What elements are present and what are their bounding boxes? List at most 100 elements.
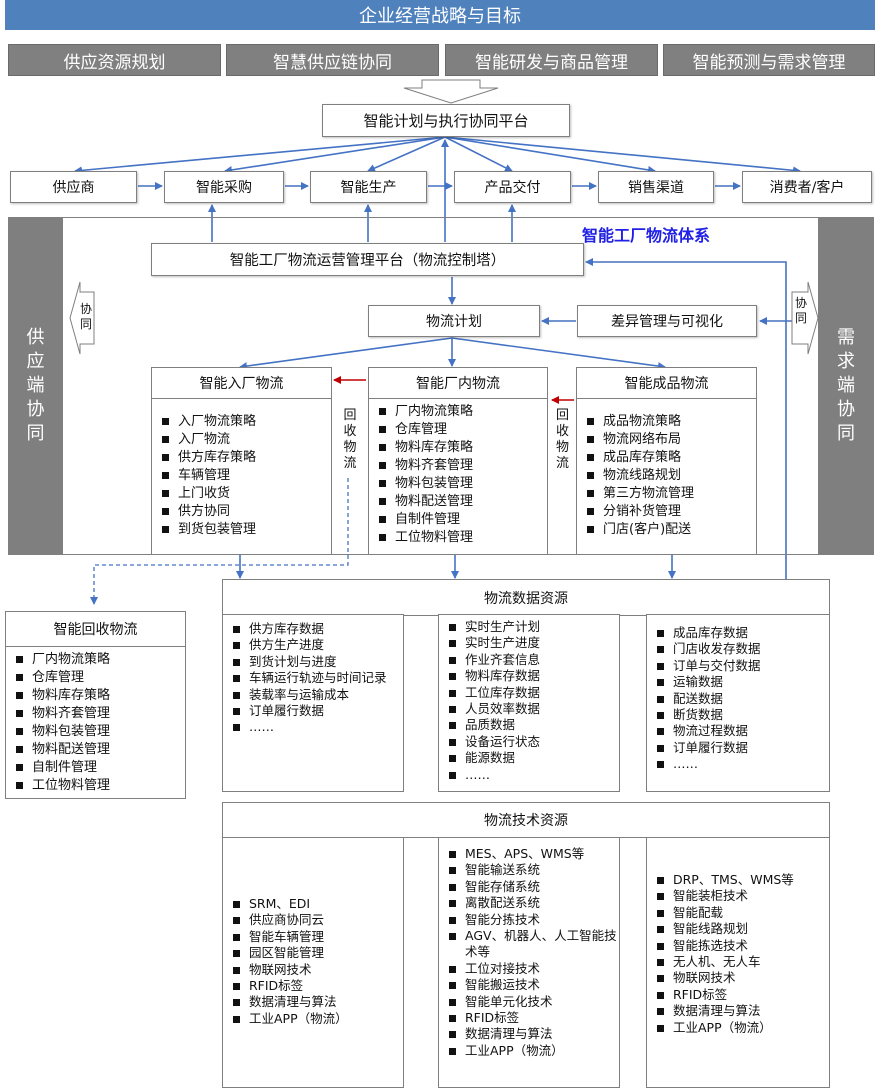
list-item: 订单履行数据: [223, 703, 403, 719]
system-title: 智能工厂物流体系: [582, 226, 711, 245]
inplant-logistics: 智能厂内物流 厂内物流策略仓库管理物料库存策略物料齐套管理物料包装管理物料配送管…: [368, 367, 548, 555]
data-col-supply: 供方库存数据供方生产进度到货计划与进度车辆运行轨迹与时间记录装载率与运输成本订单…: [222, 614, 404, 792]
data-resources-title: 物流数据资源: [484, 590, 568, 607]
list-item: 物料齐套管理: [369, 457, 547, 475]
reverse-list: 厂内物流策略仓库管理物料库存策略物料齐套管理物料包装管理物料配送管理自制件管理工…: [6, 647, 185, 795]
list-item: 工业APP（物流）: [223, 1011, 403, 1027]
tech-resources-header: 物流技术资源: [222, 802, 830, 838]
list-item: 门店收发存数据: [647, 641, 829, 657]
inbound-title: 智能入厂物流: [152, 368, 331, 399]
supply-side-collab: 供 应 端 协 同: [8, 217, 63, 555]
list-item: 仓库管理: [369, 421, 547, 439]
list-item: 物联网技术: [223, 962, 403, 978]
list-item: 厂内物流策略: [6, 651, 185, 669]
list-item: 物料包装管理: [369, 475, 547, 493]
list-item: 离散配送系统: [439, 895, 619, 911]
tab-label: 供应资源规划: [63, 52, 166, 73]
list-item: 智能车辆管理: [223, 929, 403, 945]
list-item: 厂内物流策略: [369, 403, 547, 421]
list-item: 供方生产进度: [223, 637, 403, 653]
tab-label: 智能预测与需求管理: [692, 52, 846, 73]
list-item: 实时生产进度: [439, 635, 619, 651]
list-item: 装载率与运输成本: [223, 687, 403, 703]
list-item: 自制件管理: [6, 759, 185, 777]
list-item: 第三方物流管理: [577, 485, 756, 503]
list-item: 物料库存策略: [6, 687, 185, 705]
list-item: 运输数据: [647, 674, 829, 690]
list-item: 物料配送管理: [369, 493, 547, 511]
demand-side-collab: 需 求 端 协 同: [818, 217, 874, 555]
list-item: 订单与交付数据: [647, 658, 829, 674]
chain-production: 智能生产: [310, 171, 427, 203]
list-item: 园区智能管理: [223, 945, 403, 961]
data-col-product-list: 成品库存数据门店收发存数据订单与交付数据运输数据配送数据断货数据物流过程数据订单…: [647, 625, 829, 773]
list-item: MES、APS、WMS等: [439, 846, 619, 862]
list-item: 上门收货: [152, 485, 331, 503]
list-item: 物流网络布局: [577, 431, 756, 449]
data-resources-header: 物流数据资源: [222, 579, 830, 616]
list-item: 智能分拣技术: [439, 912, 619, 928]
list-item: 智能输送系统: [439, 862, 619, 878]
list-item: 车辆运行轨迹与时间记录: [223, 670, 403, 686]
planning-platform: 智能计划与执行协同平台: [322, 104, 570, 137]
list-item: 作业齐套信息: [439, 652, 619, 668]
list-item: 入厂物流策略: [152, 413, 331, 431]
reverse-logistics: 智能回收物流 厂内物流策略仓库管理物料库存策略物料齐套管理物料包装管理物料配送管…: [5, 611, 186, 799]
inbound-list: 入厂物流策略入厂物流供方库存策略车辆管理上门收货供方协同到货包装管理: [152, 399, 331, 539]
list-item: 成品库存策略: [577, 449, 756, 467]
list-item: 数据清理与算法: [647, 1003, 829, 1019]
control-tower: 智能工厂物流运营管理平台（物流控制塔）: [151, 243, 584, 276]
list-item: 物料包装管理: [6, 723, 185, 741]
inplant-list: 厂内物流策略仓库管理物料库存策略物料齐套管理物料包装管理物料配送管理自制件管理工…: [369, 399, 547, 547]
list-item: 工位物料管理: [6, 777, 185, 795]
big-down-arrow: [403, 79, 499, 104]
list-item: 分销补货管理: [577, 503, 756, 521]
tab-label: 智能研发与商品管理: [475, 52, 628, 73]
tech-resources-title: 物流技术资源: [484, 813, 568, 829]
list-item: 设备运行状态: [439, 734, 619, 750]
list-item: 人员效率数据: [439, 701, 619, 717]
tab-label: 智慧供应链协同: [273, 52, 392, 73]
list-item: 智能配载: [647, 905, 829, 921]
list-item: 物料库存数据: [439, 668, 619, 684]
list-item: 供方协同: [152, 503, 331, 521]
tech-col-product-list: DRP、TMS、WMS等智能装柜技术智能配载智能线路规划智能拣选技术无人机、无人…: [647, 872, 829, 1036]
list-item: 工位库存数据: [439, 685, 619, 701]
list-item: RFID标签: [223, 978, 403, 994]
data-col-plant-list: 实时生产计划实时生产进度作业齐套信息物料库存数据工位库存数据人员效率数据品质数据…: [439, 619, 619, 783]
list-item: 物料齐套管理: [6, 705, 185, 723]
variance-visibility: 差异管理与可视化: [577, 305, 757, 337]
chain-procurement: 智能采购: [164, 171, 284, 203]
strategy-banner: 企业经营战略与目标: [5, 0, 875, 30]
list-item: 品质数据: [439, 717, 619, 733]
list-item: 数据清理与算法: [439, 1026, 619, 1042]
outbound-list: 成品物流策略物流网络布局成品库存策略物流线路规划第三方物流管理分销补货管理门店(…: [577, 399, 756, 539]
tech-col-product: DRP、TMS、WMS等智能装柜技术智能配载智能线路规划智能拣选技术无人机、无人…: [646, 837, 830, 1088]
list-item: 工位物料管理: [369, 529, 547, 547]
chain-customer: 消费者/客户: [742, 171, 872, 203]
list-item: 供应商协同云: [223, 912, 403, 928]
list-item: AGV、机器人、人工智能技术等: [439, 928, 619, 961]
list-item: SRM、EDI: [223, 896, 403, 912]
chain-supplier: 供应商: [10, 171, 137, 203]
list-item: 成品库存数据: [647, 625, 829, 641]
list-item: 到货计划与进度: [223, 654, 403, 670]
list-item: RFID标签: [647, 987, 829, 1003]
list-item: 入厂物流: [152, 431, 331, 449]
list-item: 车辆管理: [152, 467, 331, 485]
return-logistics-label-1: 回 收 物 流: [343, 408, 357, 471]
outbound-logistics: 智能成品物流 成品物流策略物流网络布局成品库存策略物流线路规划第三方物流管理分销…: [576, 367, 757, 555]
data-col-plant: 实时生产计划实时生产进度作业齐套信息物料库存数据工位库存数据人员效率数据品质数据…: [438, 614, 620, 792]
inbound-logistics: 智能入厂物流 入厂物流策略入厂物流供方库存策略车辆管理上门收货供方协同到货包装管…: [151, 367, 332, 555]
list-item: 能源数据: [439, 750, 619, 766]
list-item: 物料库存策略: [369, 439, 547, 457]
chain-sales-channel: 销售渠道: [598, 171, 714, 203]
list-item: ……: [647, 756, 829, 772]
list-item: 到货包装管理: [152, 521, 331, 539]
list-item: 实时生产计划: [439, 619, 619, 635]
reverse-title: 智能回收物流: [6, 612, 185, 647]
